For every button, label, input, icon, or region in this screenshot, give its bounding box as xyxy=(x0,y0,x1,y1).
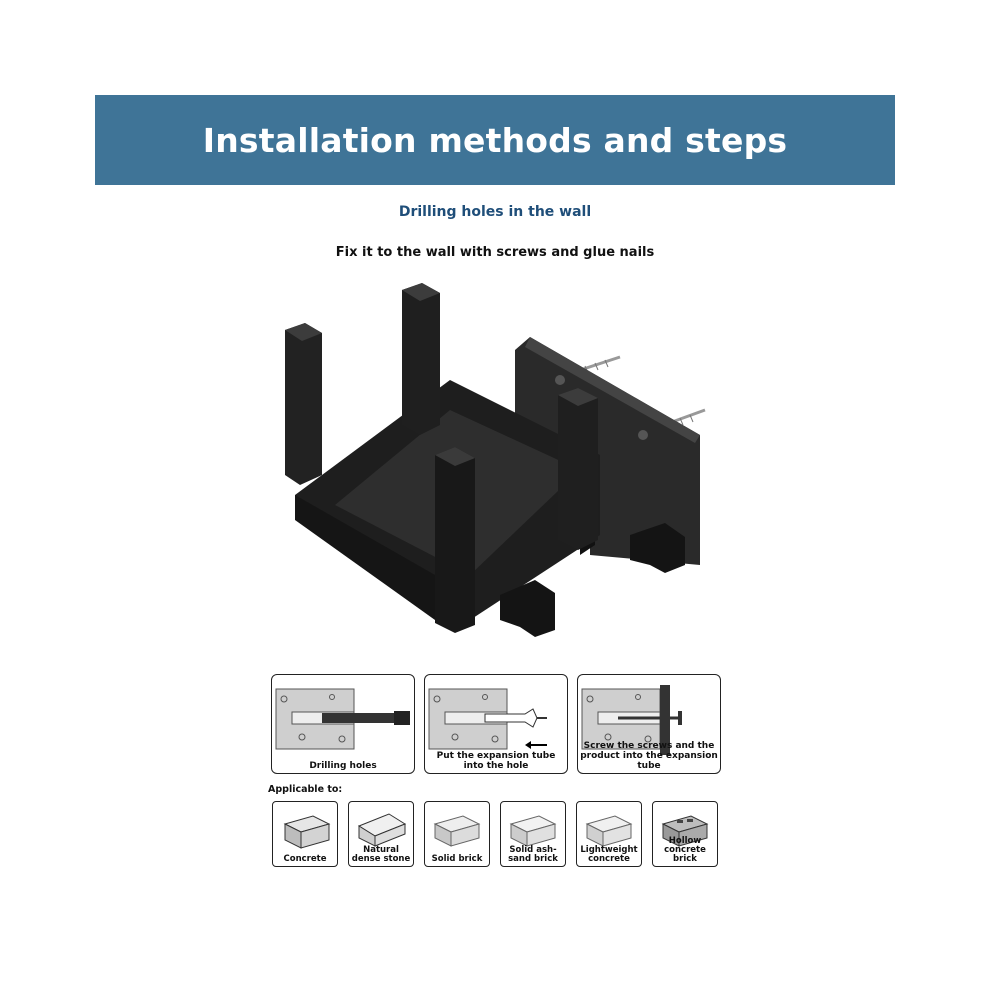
drilling-icon xyxy=(275,688,410,750)
hollow-brick-icon xyxy=(661,815,709,847)
step-label: Put the expansion tube into the hole xyxy=(436,751,556,771)
step-card-drilling: Drilling holes xyxy=(271,674,415,774)
stone-block-icon xyxy=(357,813,407,847)
wall-mount-bracket-image xyxy=(285,283,706,637)
applicable-heading: Applicable to: xyxy=(268,784,343,795)
material-natural-stone: Natural dense stone xyxy=(348,801,414,867)
material-label: Lightweight concrete xyxy=(580,845,638,864)
material-label: Hollow concrete brick xyxy=(664,836,706,864)
expansion-tube-icon xyxy=(428,688,547,750)
page-title: Installation methods and steps xyxy=(202,120,788,160)
step-card-expansion-tube: Put the expansion tube into the hole xyxy=(424,674,568,774)
section-subtitle: Drilling holes in the wall xyxy=(398,204,592,220)
product-caption: Fix it to the wall with screws and glue … xyxy=(335,245,655,260)
material-concrete: Concrete xyxy=(272,801,338,867)
screw-icon xyxy=(581,685,682,755)
ash-sand-brick-icon xyxy=(509,815,557,847)
material-label: Solid brick xyxy=(431,854,483,864)
material-label: Solid ash-sand brick xyxy=(508,845,558,864)
material-ash-sand-brick: Solid ash-sand brick xyxy=(500,801,566,867)
brick-icon xyxy=(433,815,481,847)
material-label: Concrete xyxy=(283,854,327,864)
concrete-block-icon xyxy=(283,815,331,849)
material-lightweight-concrete: Lightweight concrete xyxy=(576,801,642,867)
lightweight-block-icon xyxy=(585,815,633,847)
material-solid-brick: Solid brick xyxy=(424,801,490,867)
step-label: Screw the screws and the product into th… xyxy=(580,741,718,771)
material-hollow-concrete-brick: Hollow concrete brick xyxy=(652,801,718,867)
title-banner: Installation methods and steps xyxy=(95,95,895,185)
step-card-screw: Screw the screws and the product into th… xyxy=(577,674,721,774)
step-label: Drilling holes xyxy=(309,761,377,771)
material-label: Natural dense stone xyxy=(351,845,411,864)
